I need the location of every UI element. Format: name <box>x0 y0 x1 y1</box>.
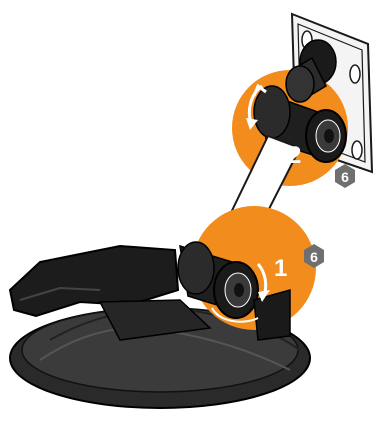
step-1-number: 1 <box>274 255 287 282</box>
hex-badge-step-1-label: 6 <box>310 249 318 265</box>
step-2-number: 2 <box>288 142 301 169</box>
hex-badge-step-2: 6 <box>335 164 355 188</box>
hex-badge-step-2-label: 6 <box>341 169 349 185</box>
